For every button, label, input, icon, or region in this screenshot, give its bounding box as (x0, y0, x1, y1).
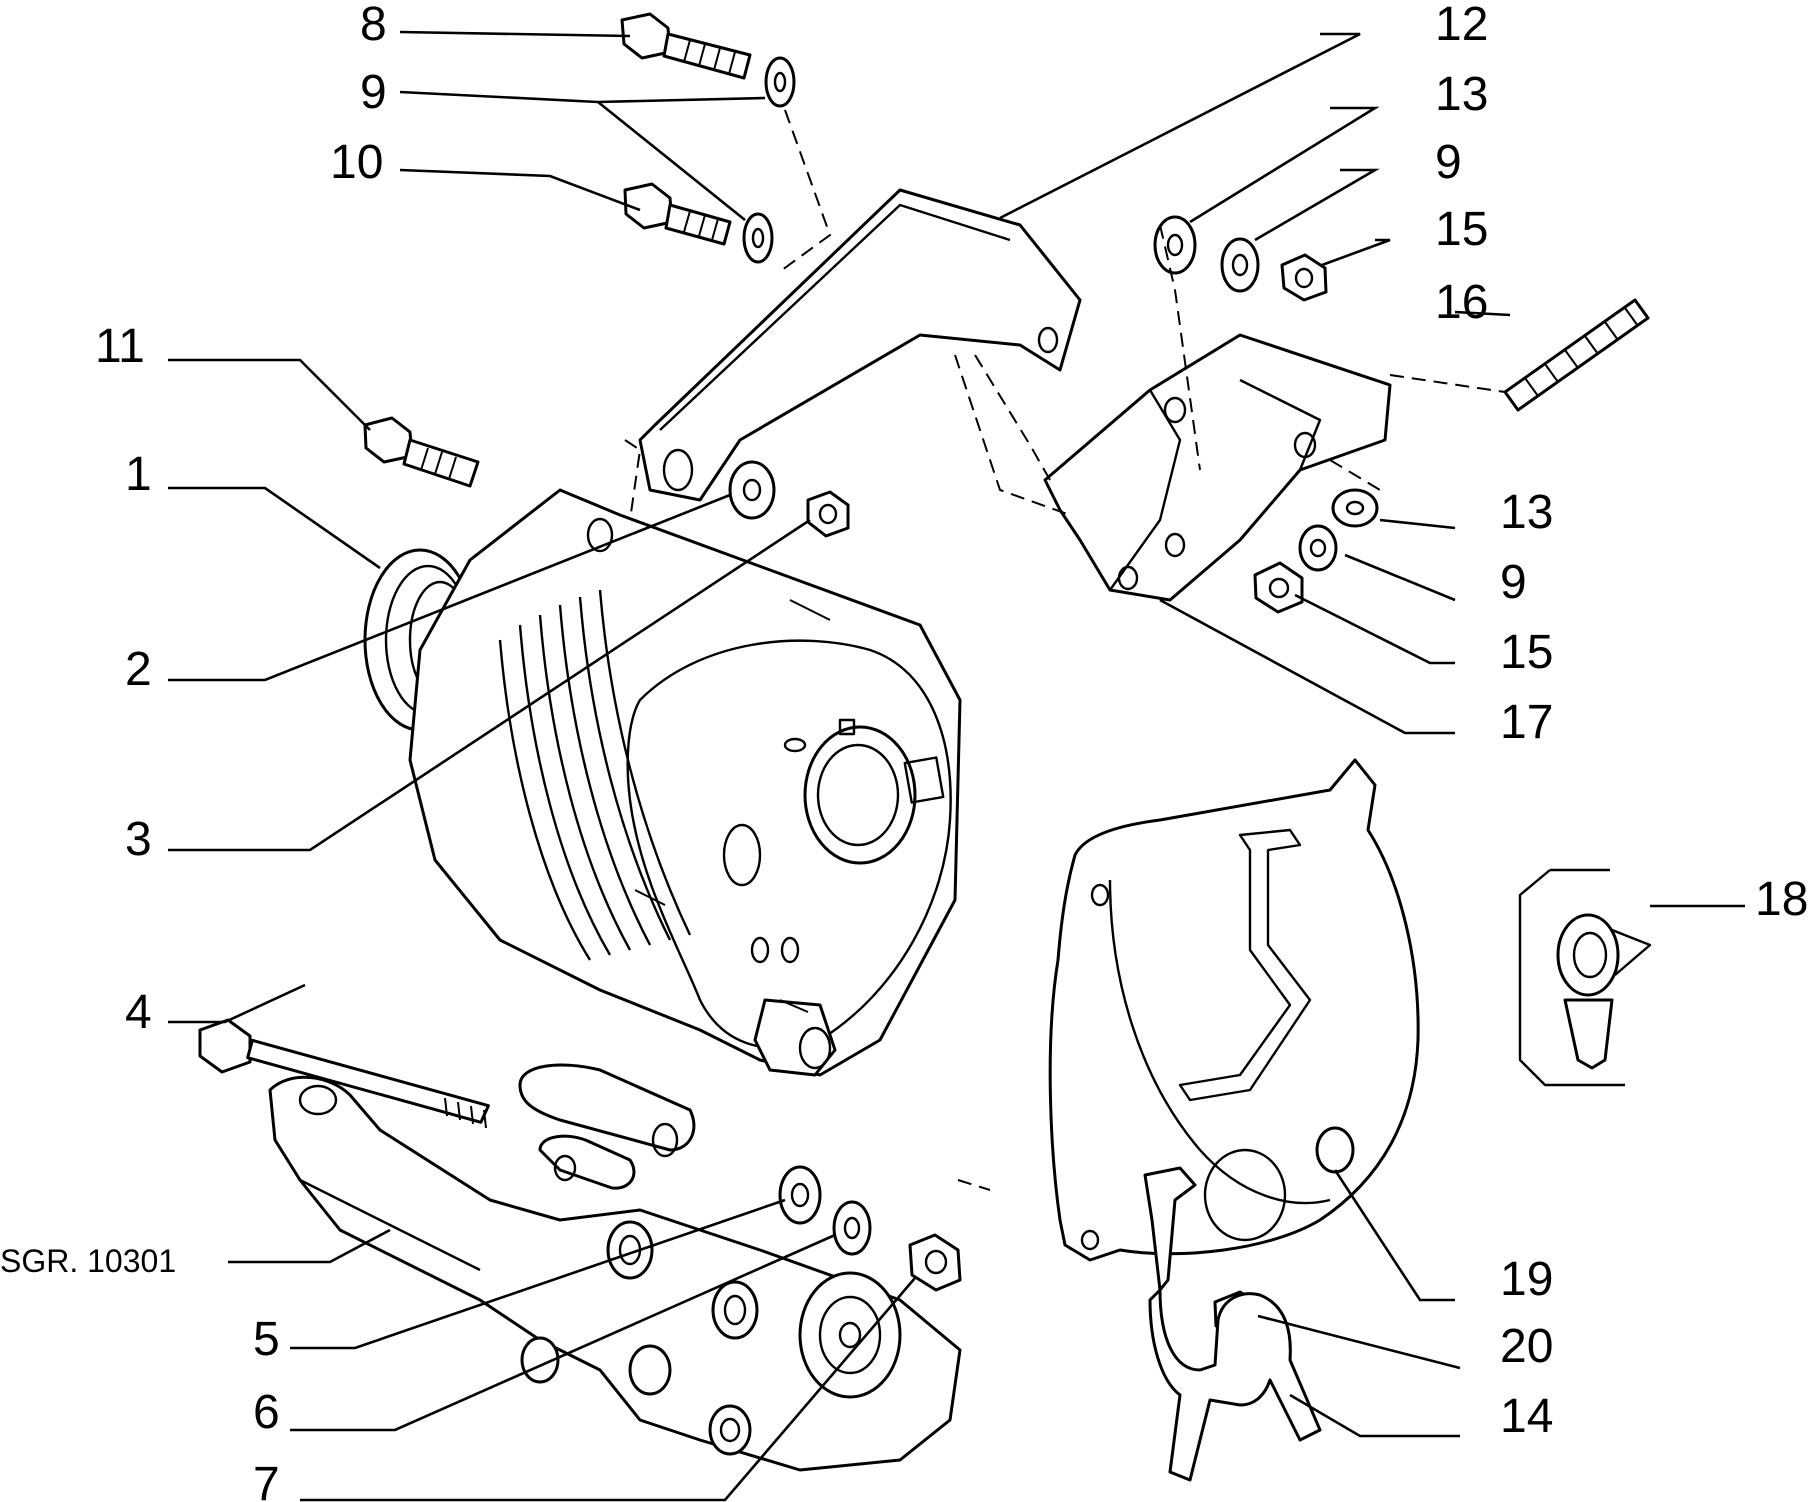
nut-15 (1253, 561, 1304, 614)
lower-bracket (268, 1063, 962, 1472)
callout-9: 9 (360, 66, 387, 119)
washer-6 (832, 1200, 872, 1256)
callout-14: 14 (1500, 1390, 1553, 1443)
clip-18 (1518, 868, 1652, 1087)
pipe-clamp-14 (1143, 1166, 1322, 1482)
bolt-10 (623, 182, 732, 246)
nut-3 (806, 490, 850, 538)
washer-2 (728, 460, 776, 520)
callout-10: 10 (330, 136, 383, 189)
callout-8: 8 (360, 0, 387, 51)
callout-4: 4 (125, 986, 152, 1039)
pulley-cover (1048, 758, 1420, 1262)
bolt-11 (363, 416, 480, 488)
callout-9: 9 (1435, 136, 1462, 189)
callout-5: 5 (253, 1313, 280, 1366)
callout-9: 9 (1500, 556, 1527, 609)
callout-16: 16 (1435, 276, 1488, 329)
washer-13 (1331, 488, 1379, 528)
callout-15: 15 (1500, 626, 1553, 679)
alternator (363, 488, 962, 1077)
nut-15 (1280, 253, 1328, 302)
washer-9 (1298, 524, 1338, 572)
nut-7 (908, 1233, 962, 1292)
callout-17: 17 (1500, 696, 1553, 749)
callout-1: 1 (125, 448, 152, 501)
callout-11: 11 (95, 320, 145, 373)
callout-7: 7 (253, 1458, 280, 1502)
stud-16 (1503, 298, 1650, 412)
callout-6: 6 (253, 1386, 280, 1439)
callout-20: 20 (1500, 1320, 1553, 1373)
callout-15: 15 (1435, 203, 1488, 256)
drawing-code: SGR. 10301 (0, 1243, 176, 1279)
washer-9 (1220, 237, 1260, 293)
leader-lines (168, 30, 1745, 1502)
callout-19: 19 (1500, 1253, 1553, 1306)
callout-13: 13 (1435, 68, 1488, 121)
washer-9 (764, 56, 796, 108)
washer-13 (1153, 215, 1197, 275)
washer-9 (742, 212, 774, 264)
washer-5 (778, 1165, 822, 1225)
upper-bracket (638, 188, 1082, 502)
callout-12: 12 (1435, 0, 1488, 51)
bolt-8 (620, 12, 752, 80)
callout-13: 13 (1500, 486, 1553, 539)
callout-3: 3 (125, 813, 152, 866)
assembly-lines (624, 109, 1506, 1191)
rear-bracket (1043, 333, 1392, 602)
callout-2: 2 (125, 643, 152, 696)
callout-18: 18 (1755, 873, 1808, 926)
